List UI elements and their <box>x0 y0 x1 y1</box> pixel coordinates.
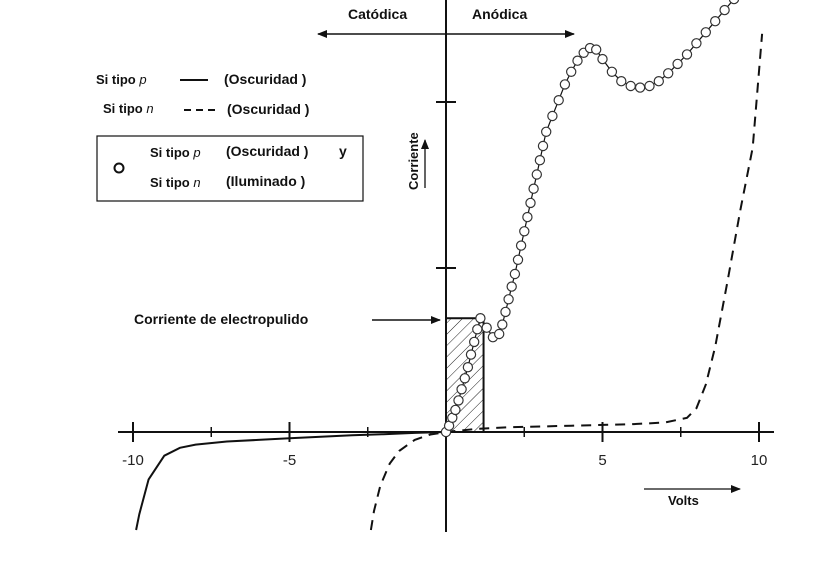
legend-line1-cond: (Oscuridad ) <box>224 71 306 87</box>
legend-marker-swatch <box>113 162 125 174</box>
data-point <box>519 226 530 237</box>
data-point <box>681 49 693 60</box>
x-tick-label: 5 <box>598 452 606 469</box>
data-point <box>606 66 618 78</box>
data-point <box>450 404 461 416</box>
data-point <box>634 82 646 93</box>
data-point <box>506 281 517 292</box>
x-axis-label: Volts <box>668 493 699 508</box>
legend-line1: Si tipo p <box>96 72 147 87</box>
legend-box <box>96 135 364 202</box>
data-point <box>728 0 740 5</box>
data-point <box>465 349 477 360</box>
data-point <box>616 75 627 87</box>
data-point <box>522 211 533 223</box>
data-point <box>597 53 608 65</box>
data-point <box>691 38 702 49</box>
series-p-dark-n-illuminated-line <box>445 0 735 433</box>
x-tick-label: 10 <box>751 452 768 469</box>
legend-box-line1: Si tipo p <box>150 145 201 160</box>
legend-line2-cond: (Oscuridad ) <box>227 101 309 117</box>
data-point <box>537 140 549 152</box>
data-point <box>525 197 536 209</box>
data-point <box>531 169 543 180</box>
data-point <box>710 16 721 27</box>
legend-line2: Si tipo n <box>103 101 154 116</box>
data-point <box>625 80 636 92</box>
legend-box-line2-cond: (Iluminado ) <box>226 173 305 189</box>
data-point <box>469 336 480 348</box>
legend-box-line1-cond: (Oscuridad ) <box>226 143 308 159</box>
data-point <box>559 79 571 90</box>
x-tick-label: -5 <box>283 452 296 469</box>
data-point <box>553 94 564 106</box>
data-point <box>462 362 474 373</box>
data-point <box>494 328 505 340</box>
electropolish-annotation: Corriente de electropulido <box>134 311 308 327</box>
legend-box-line1-conj: y <box>339 143 347 159</box>
cathodic-label: Catódica <box>348 6 407 22</box>
data-point <box>547 110 558 122</box>
data-point <box>572 55 583 66</box>
legend: Si tipo p (Oscuridad ) Si tipo n (Oscuri… <box>96 71 364 202</box>
data-point <box>672 58 683 70</box>
data-point <box>503 294 514 305</box>
data-point <box>500 306 511 318</box>
legend-box-line2: Si tipo n <box>150 175 201 190</box>
data-point <box>453 395 464 406</box>
x-tick-label: -10 <box>122 452 144 469</box>
series-p-dark-n-illuminated-markers <box>440 0 740 438</box>
data-point <box>700 27 712 38</box>
data-point <box>644 80 655 92</box>
data-point <box>509 268 521 280</box>
data-point <box>591 44 602 55</box>
data-point <box>663 68 674 79</box>
data-point <box>534 154 546 166</box>
data-point <box>515 240 527 251</box>
data-point <box>512 254 524 265</box>
x-tick-labels: -10 -5 5 10 <box>122 452 767 469</box>
data-point <box>719 4 730 16</box>
data-point <box>481 322 492 333</box>
data-point <box>472 324 483 335</box>
data-point <box>541 126 552 138</box>
series-n-dark <box>369 33 764 531</box>
data-point <box>566 66 577 78</box>
data-point <box>497 319 508 330</box>
data-point <box>528 183 539 194</box>
data-point <box>459 373 470 384</box>
y-axis-label: Corriente <box>406 132 421 190</box>
data-point <box>456 384 467 395</box>
data-point <box>653 75 665 87</box>
anodic-label: Anódica <box>472 6 527 22</box>
data-point <box>475 313 486 324</box>
series-p-dark <box>135 431 447 531</box>
